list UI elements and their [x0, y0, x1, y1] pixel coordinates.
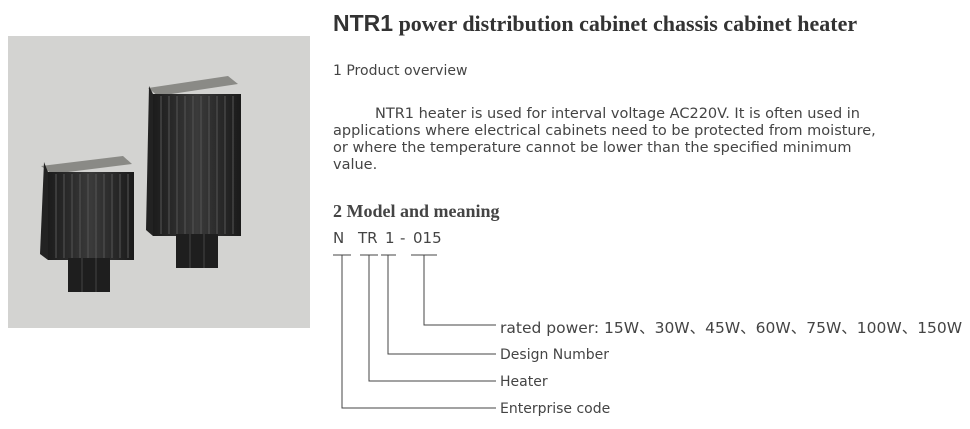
small-heater [40, 156, 134, 292]
page-title: NTR1 power distribution cabinet chassis … [333, 10, 857, 37]
label-heater: Heater [500, 374, 548, 390]
section1-paragraph: NTR1 heater is used for interval voltage… [333, 106, 876, 173]
code-dash: - [400, 229, 406, 247]
title-model: NTR1 [333, 10, 394, 36]
label-rated-power: rated power: 15W、30W、45W、60W、75W、100W、15… [500, 319, 963, 337]
label-design-number: Design Number [500, 347, 610, 363]
label-enterprise-code: Enterprise code [500, 401, 611, 417]
code-digit-1: 1 [385, 229, 395, 247]
section1-heading: 1 Product overview [333, 63, 468, 79]
large-heater [146, 76, 241, 268]
title-description: power distribution cabinet chassis cabin… [398, 11, 858, 36]
code-number-015: 015 [413, 229, 442, 247]
heater-illustration [40, 76, 241, 292]
product-photo [8, 36, 310, 328]
code-letters-tr: TR [358, 229, 378, 247]
section2-heading: 2 Model and meaning [333, 201, 500, 221]
code-letter-n: N [333, 229, 345, 247]
